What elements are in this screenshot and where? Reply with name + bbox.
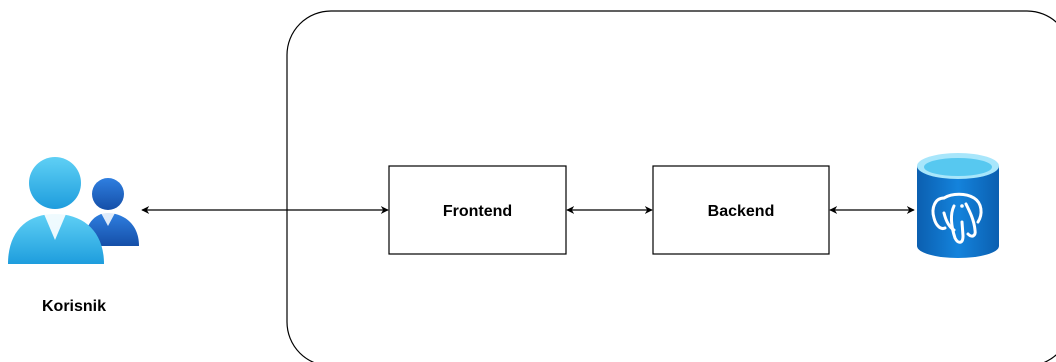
frontend-box[interactable] bbox=[388, 165, 567, 255]
user-group-icon bbox=[8, 157, 139, 264]
backend-label: Backend bbox=[708, 203, 775, 220]
backend-box[interactable] bbox=[652, 165, 830, 255]
user-label: Korisnik bbox=[42, 298, 106, 315]
system-boundary bbox=[286, 10, 1056, 362]
frontend-label: Frontend bbox=[443, 203, 512, 220]
postgresql-database-icon bbox=[917, 153, 999, 258]
